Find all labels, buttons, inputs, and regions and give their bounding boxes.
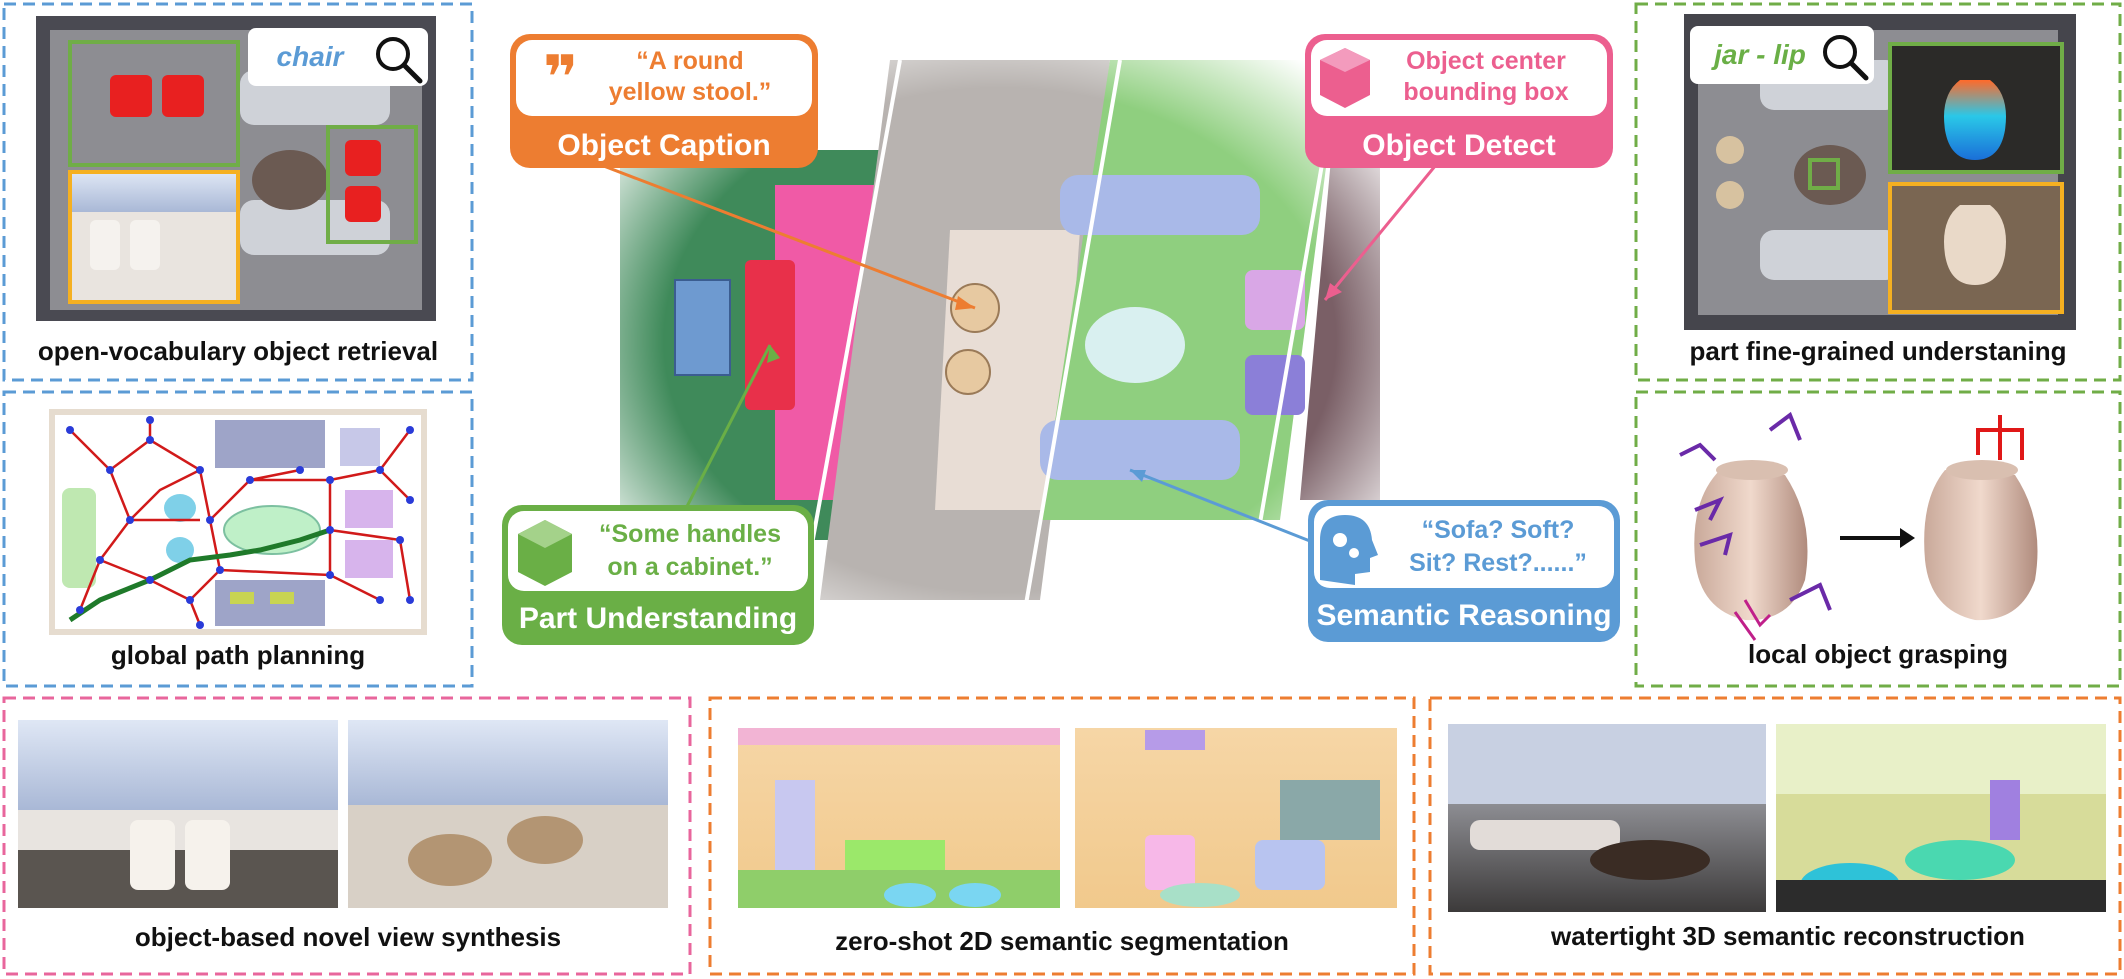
vase-icon	[1944, 80, 2006, 160]
detect-quote-line2: bounding box	[1403, 78, 1568, 106]
novel-view-border	[2, 696, 692, 976]
jar-left-icon	[1694, 470, 1808, 621]
chair-icon	[345, 186, 381, 222]
cube-icon	[1320, 48, 1370, 108]
reconstruction-caption: watertight 3D semantic reconstruction	[1550, 921, 2025, 951]
chair-icon	[345, 140, 381, 176]
box-icon	[518, 520, 572, 586]
search-icon	[1823, 35, 1869, 81]
reasoning-quote-line1: “Sofa? Soft?	[1422, 516, 1575, 544]
retrieval-box-green-2	[326, 125, 418, 244]
grasping-border	[1634, 390, 2122, 688]
planned-path	[68, 527, 331, 623]
chair-icon	[110, 75, 152, 117]
panel-segmentation: zero-shot 2D semantic segmentation	[708, 696, 1416, 976]
callout-semantic-reasoning: “Sofa? Soft? Sit? Rest?......” Semantic …	[1308, 500, 1620, 642]
path-planning-border	[2, 390, 474, 688]
part-connector	[678, 344, 772, 521]
retrieval-caption: open-vocabulary object retrieval	[38, 336, 438, 366]
retrieval-query: chair	[277, 41, 346, 72]
panel-novel-view: object-based novel view synthesis	[2, 696, 692, 976]
part-quote-line2: on a cabinet.”	[607, 553, 772, 581]
caption-quote-line2: yellow stool.”	[609, 78, 772, 106]
jar-right-icon	[1924, 470, 2038, 621]
panel-retrieval: chair open-vocabulary object retrieval	[2, 2, 474, 382]
reasoning-connector	[1129, 468, 1321, 547]
caption-connector	[574, 153, 976, 310]
path-nodes	[66, 416, 414, 629]
quote-icon: ❞	[543, 44, 578, 111]
caption-quote-line1: “A round	[636, 47, 743, 75]
novel-view-caption: object-based novel view synthesis	[135, 922, 561, 952]
callout-object-caption: ❞ “A round yellow stool.” Object Caption	[510, 34, 818, 168]
panel-part-understanding: jar - lip part fine-grained understaning	[1634, 2, 2122, 382]
panel-reconstruction: watertight 3D semantic reconstruction	[1428, 696, 2122, 976]
part-quote-line1: “Some handles	[599, 520, 781, 548]
grasping-caption: local object grasping	[1748, 639, 2008, 669]
part-query: jar - lip	[1710, 39, 1806, 70]
retrieval-box-green	[68, 40, 240, 167]
retrieval-border	[2, 2, 474, 382]
callout-object-detect: Object center bounding box Object Detect	[1305, 34, 1613, 168]
segmentation-caption: zero-shot 2D semantic segmentation	[835, 926, 1289, 956]
panel-path-planning: global path planning	[2, 390, 474, 688]
panel-grasping: local object grasping	[1634, 390, 2122, 688]
reconstruction-border	[1428, 696, 2122, 976]
segmentation-border	[708, 696, 1416, 976]
callout-part-understanding: “Some handles on a cabinet.” Part Unders…	[502, 505, 814, 645]
reasoning-quote-line2: Sit? Rest?......”	[1409, 549, 1587, 577]
caption-callout-title: Object Caption	[557, 129, 770, 162]
chair-icon	[162, 75, 204, 117]
search-icon	[376, 37, 423, 84]
best-grasp	[1976, 415, 2024, 460]
detect-callout-title: Object Detect	[1362, 129, 1555, 162]
path-planning-caption: global path planning	[111, 640, 365, 670]
part-callout-title: Part Understanding	[519, 602, 797, 635]
part-understanding-caption: part fine-grained understaning	[1689, 336, 2066, 366]
detect-connector	[1323, 159, 1442, 301]
grasp-candidates	[1679, 411, 1832, 611]
part-understanding-border	[1634, 2, 2122, 382]
reasoning-callout-title: Semantic Reasoning	[1316, 599, 1611, 632]
brain-gear-icon	[1320, 515, 1378, 585]
detect-quote-line1: Object center	[1406, 47, 1566, 75]
